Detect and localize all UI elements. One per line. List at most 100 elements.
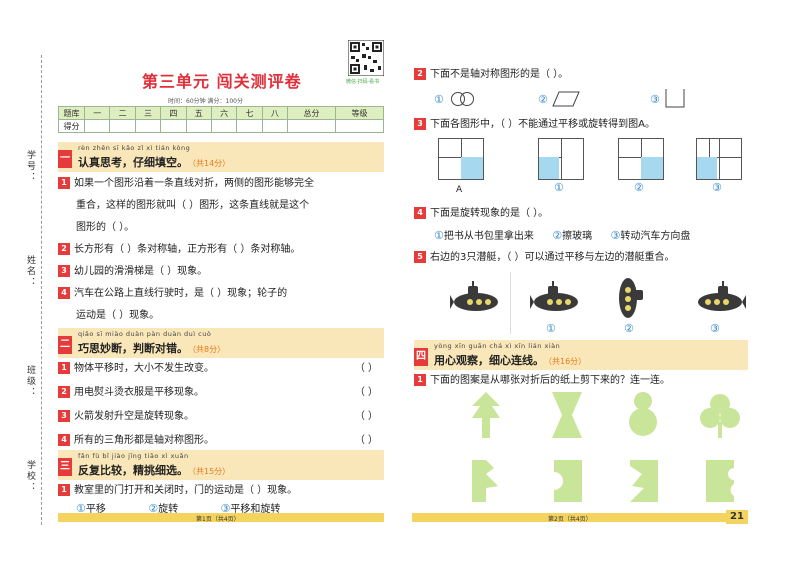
table-cell: 得分 — [58, 119, 85, 133]
folded-paper-1-icon[interactable] — [472, 460, 500, 502]
score-cell[interactable] — [109, 119, 136, 133]
section-points: （共8分） — [192, 345, 226, 354]
option-number: ③ — [610, 229, 621, 242]
table-cell: 一 — [83, 106, 111, 120]
figure-label-1[interactable]: ① — [554, 177, 564, 200]
folded-paper-3-icon[interactable] — [630, 460, 658, 502]
section-2-header: 二 qiǎo sī miào duàn pàn duàn duì cuò 巧思妙… — [58, 328, 384, 358]
section-points: （共15分） — [192, 467, 231, 476]
option-number: ② — [624, 322, 634, 335]
qr-code-icon — [348, 40, 384, 76]
question-number: 2 — [414, 68, 426, 80]
section-title: 巧思妙断，判断对错。 （共8分） — [78, 340, 225, 356]
score-cell[interactable] — [160, 119, 187, 133]
score-cell[interactable] — [185, 119, 212, 133]
submarine-label-1[interactable]: ① — [546, 318, 556, 341]
score-table-row: 得分 — [58, 119, 385, 133]
question-number: 4 — [58, 287, 70, 299]
footer-bar — [412, 513, 726, 522]
option-label[interactable]: 平移和旋转 — [230, 504, 281, 515]
score-cell[interactable] — [334, 119, 385, 133]
folded-paper-4-icon[interactable] — [706, 460, 734, 502]
question-text: 物体平移时，大小不发生改变。 — [74, 363, 214, 374]
section-title-text: 反复比较，精挑细选。 — [78, 464, 188, 477]
score-cell[interactable] — [210, 119, 238, 133]
question-text: 所有的三角形都是轴对称图形。 — [74, 435, 214, 446]
question-3-1-options: ①平移 ②旋转 ③平移和旋转 — [76, 498, 280, 521]
parallelogram-icon — [552, 91, 580, 107]
figure-label-2[interactable]: ② — [634, 177, 644, 200]
section-number: 二 — [58, 336, 72, 354]
option-label[interactable]: 转动汽车方向盘 — [620, 231, 691, 242]
tree-shape-icon[interactable] — [470, 392, 502, 438]
qr-caption: 微信·扫码·看书 — [346, 79, 380, 85]
option-number: ① — [434, 229, 444, 242]
section-pinyin: yòng xīn guān chá xì xīn lián xiàn — [434, 342, 561, 350]
submarine-option-3-icon — [698, 281, 746, 311]
table-cell: 七 — [236, 106, 263, 120]
figure-label-3[interactable]: ③ — [712, 177, 722, 200]
question-number: 2 — [58, 243, 70, 255]
section-3-header: 三 fǎn fù bǐ jiào jīng tiāo xì xuǎn 反复比较，… — [58, 450, 384, 480]
submarine-label-2[interactable]: ② — [624, 318, 634, 341]
question-number: 3 — [58, 410, 70, 422]
bowtie-shape-icon[interactable] — [552, 392, 582, 438]
figure-a — [438, 138, 484, 180]
figure-option-3 — [696, 138, 742, 180]
figure-option-2 — [618, 138, 664, 180]
gourd-shape-icon[interactable] — [628, 390, 658, 438]
section-title-text: 巧思妙断，判断对错。 — [78, 342, 188, 355]
option-label[interactable]: 擦玻璃 — [562, 231, 593, 242]
figure-option-1 — [538, 138, 584, 180]
exam-meta: 时间：60分钟 满分：100分 — [168, 98, 243, 105]
binding-strip: 学号： 姓名： 班级： 学校： — [0, 0, 48, 566]
water-fill — [697, 157, 717, 179]
option-label[interactable]: 把书从书包里拿出来 — [443, 231, 534, 242]
score-cell[interactable] — [236, 119, 263, 133]
option-label[interactable]: 平移 — [85, 504, 106, 515]
option-1[interactable]: ① — [434, 89, 444, 112]
answer-paren[interactable]: （ ） — [354, 363, 378, 374]
score-cell[interactable] — [287, 119, 336, 133]
submarine-label-3[interactable]: ③ — [710, 318, 720, 341]
question-text: 教室里的门打开和关闭时，门的运动是（ ）现象。 — [74, 485, 298, 496]
two-circles-icon — [451, 92, 474, 106]
page-footer: 第1页（共4页） — [196, 516, 240, 523]
class-label: 班级： — [25, 365, 35, 398]
score-cell[interactable] — [134, 119, 162, 133]
section-1-header: 一 rèn zhēn sī kǎo zǐ xì tián kòng 认真思考，仔… — [58, 142, 384, 172]
clover-shape-icon[interactable] — [700, 392, 740, 438]
water-fill — [539, 157, 559, 179]
section-pinyin: rèn zhēn sī kǎo zǐ xì tián kòng — [78, 144, 191, 152]
left-page: 第三单元 闯关测评卷 微信·扫码·看书 时间：60分钟 满分：100分 题库 一… — [56, 40, 386, 530]
question-number: 1 — [58, 484, 70, 496]
option-2[interactable]: ② — [538, 89, 548, 112]
score-cell[interactable] — [261, 119, 289, 133]
section-title: 用心观察，细心连线。（共16分） — [434, 352, 586, 368]
score-cell[interactable] — [83, 119, 111, 133]
answer-paren[interactable]: （ ） — [354, 435, 378, 446]
option-number: ① — [76, 502, 86, 515]
question-number: 3 — [58, 265, 70, 277]
question-text: 下面是旋转现象的是（ ）。 — [430, 208, 549, 219]
option-label[interactable]: 旋转 — [158, 504, 179, 515]
answer-paren[interactable]: （ ） — [354, 411, 378, 422]
option-3[interactable]: ③ — [650, 89, 660, 112]
question-text: 如果一个图形沿着一条直线对折，两侧的图形能够完全 — [74, 178, 314, 189]
answer-paren[interactable]: （ ） — [354, 387, 378, 398]
section-points: （共16分） — [548, 357, 587, 366]
option-number: ① — [554, 181, 564, 194]
question-text: 火箭发射升空是旋转现象。 — [74, 411, 194, 422]
table-cell: 等级 — [334, 106, 385, 120]
page-title: 第三单元 闯关测评卷 — [142, 72, 302, 91]
question-text: 下面各图形中，（ ）不能通过平移或旋转得到图A。 — [430, 119, 656, 130]
school-label: 学校： — [25, 460, 35, 493]
section-title: 认真思考，仔细填空。（共14分） — [78, 154, 230, 170]
divider — [510, 272, 511, 334]
folded-paper-2-icon[interactable] — [554, 460, 582, 502]
